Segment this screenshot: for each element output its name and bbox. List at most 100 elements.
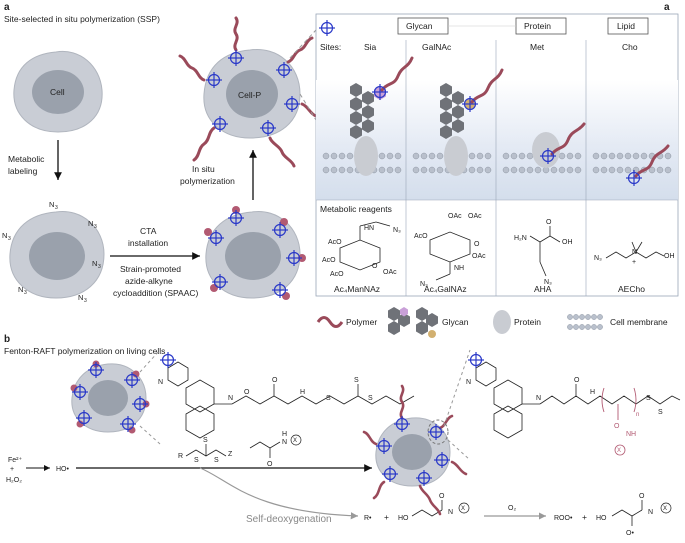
galnaz-nh: NH [454,265,464,272]
fe-plus: + [10,466,14,473]
raft-r: R [178,453,183,460]
fe-ion: Fe²⁺ [8,457,23,464]
panel-a-title: Site-selected in situ polymerization (SS… [4,14,160,24]
cell-polymer-small [362,384,468,516]
peroxy-product [611,500,643,526]
zoom-circle [427,419,449,445]
panel-b-title: Fenton-RAFT polymerization on living cel… [4,346,165,356]
reagent-manaz: Ac₄ManNAz [334,284,380,294]
manaz-o: O [372,263,378,270]
h2o2: H₂O₂ [6,477,22,484]
monomer-x: X [293,438,297,444]
cta-molecule [167,361,415,439]
azide-label: N [78,293,83,302]
panel-a-letter-right: a [664,2,670,13]
product-x: X [461,506,465,512]
monomer-o: O [267,461,273,468]
category-glycan: Glycan [406,21,433,31]
product-n: N [448,509,453,516]
site-detail-panel: Glycan Protein Lipid Sites: Sia GalNAc M… [315,13,679,297]
protein-galnac [444,136,468,176]
zoom-line-top [289,29,317,59]
polymer-molecule [475,361,681,439]
reagent-galnaz: Ac₄GalNAz [424,284,467,294]
raft-z: Z [228,451,233,458]
poly-n: N [466,379,471,386]
poly-nh-pink: NH [626,431,636,438]
azide-label: N [49,200,54,209]
azide-label: N [2,231,7,240]
aecho-plus: + [632,259,636,266]
galnaz-oac: OAc [468,213,482,220]
manaz-aco: AcO [322,257,336,264]
azide-sub: 3 [8,236,11,242]
azide-sub: 3 [98,264,101,270]
poly-x-circle [614,444,626,456]
monomer [249,441,281,458]
monomer-x-circle [290,434,302,446]
legend-polymer-swatch [316,316,344,328]
aha-o: O [546,219,552,226]
legend-membrane: Cell membrane [610,317,668,327]
legend-glycan: Glycan [442,317,469,327]
structure-aha [529,226,561,277]
aecho-n3: N₃ [594,255,602,262]
spaac-step-3: cycloaddition (SPAAC) [113,288,199,298]
peroxy-o-radical: O• [626,530,634,537]
peroxy-n: N [648,509,653,516]
cell-label: Cell [50,87,65,97]
zoom-lines-b1 [139,349,161,445]
aha-h2n: H₂N [514,235,527,242]
cta-o2: O [244,389,250,396]
raft-s3: S [214,457,219,464]
poly-n-sub: n [636,412,639,418]
aecho-oh: OH [664,253,675,260]
oxygen: O₂ [508,505,516,512]
spaac-step-1: Strain-promoted [120,264,181,274]
legend: Polymer Glycan Protein Cell membrane [316,307,668,338]
cta-s2: S [354,377,359,384]
plus-1: + [384,512,389,522]
cta-s3: S [368,395,373,402]
peroxy-o: O [639,493,645,500]
cta-n: N [158,379,163,386]
sites-label: Sites: [320,42,341,52]
galnaz-n3: N₃ [420,281,428,288]
r-radical: R• [364,515,372,522]
cell-unlabeled: Cell [13,50,103,133]
zoom-lines-b2 [443,349,471,461]
monomer-n: N [282,439,287,446]
poly-o-pink: O [614,423,620,430]
roo-radical: ROO• [554,515,573,522]
raft-s2: S [203,437,208,444]
protein-sia [354,136,378,176]
insitu-step-2: polymerization [180,176,235,186]
manaz-hn: HN [364,225,374,232]
galnaz-oac: OAc [472,253,486,260]
legend-glycan-swatch [388,307,438,338]
cta-h: H [300,389,305,396]
site-met: Met [530,42,545,52]
spaac-step-2: azide-alkyne [125,276,173,286]
category-lipid: Lipid [617,21,635,31]
category-protein: Protein [524,21,551,31]
plus-2: + [582,512,587,522]
azide-sub: 3 [55,205,58,211]
product-ho: HO [398,515,409,522]
azide-sub: 3 [94,224,97,230]
peroxy-x: X [663,506,667,512]
cta-o: O [272,377,278,384]
azide-sub: 3 [84,298,87,304]
poly-s1: S [646,395,651,402]
cellp-label: Cell-P [238,90,261,100]
legend-membrane-swatch [567,314,603,330]
manaz-oac: OAc [383,269,397,276]
manaz-aco: AcO [328,239,342,246]
galnaz-oac: OAc [448,213,462,220]
cta-s1: S [326,395,331,402]
reagent-aecho: AECho [618,284,645,294]
site-cho: Cho [622,42,638,52]
zoom-line-bottom [299,93,317,121]
poly-x: X [617,448,621,454]
